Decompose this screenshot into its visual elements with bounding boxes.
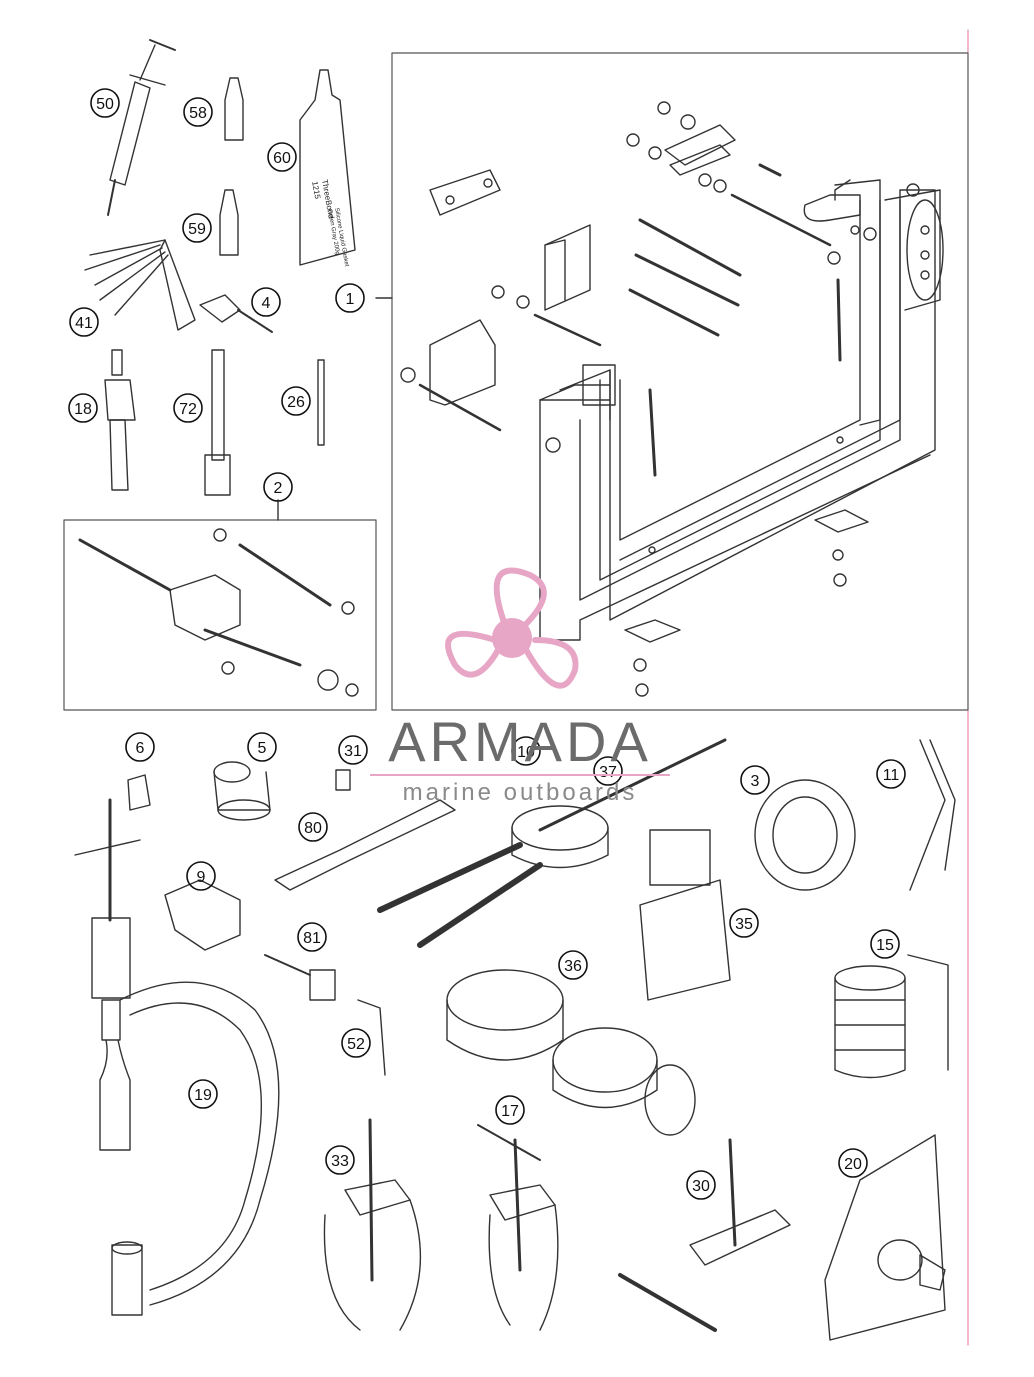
threadlock-bottle-58: [224, 77, 244, 141]
svg-text:26: 26: [287, 394, 305, 411]
svg-text:58: 58: [189, 105, 207, 122]
valve-tool-81: [264, 954, 336, 1001]
seal-guide-6: [127, 774, 151, 811]
callout-35: 35: [729, 908, 759, 938]
callout-18: 18: [68, 393, 98, 423]
watermark-tagline: marine outboards: [402, 779, 638, 806]
threadlock-bottle-59: [219, 189, 239, 256]
svg-text:1: 1: [346, 291, 355, 308]
svg-text:37: 37: [599, 764, 617, 781]
gear-holder-3: [754, 779, 856, 891]
svg-text:10: 10: [517, 744, 535, 761]
callout-31: 31: [338, 735, 368, 765]
svg-text:33: 33: [331, 1153, 349, 1170]
slide-hammer-18: [104, 349, 136, 491]
propeller-icon: [445, 567, 579, 689]
callout-37: 37: [593, 756, 623, 786]
plate-tool-35: [639, 829, 731, 1001]
callout-81: 81: [297, 922, 327, 952]
callout-33: 33: [325, 1145, 355, 1175]
svg-text:72: 72: [179, 401, 197, 418]
puller-set-2: [78, 528, 359, 697]
screw-31: [335, 769, 351, 791]
insert-tool-5: [213, 761, 271, 821]
callout-20: 20: [838, 1148, 868, 1178]
driver-tool-72: [204, 349, 231, 496]
svg-text:6: 6: [136, 740, 145, 757]
feeler-gauge-illustration: [84, 239, 196, 331]
svg-text:19: 19: [194, 1087, 212, 1104]
wrench-tool-4: [199, 294, 273, 333]
svg-text:30: 30: [692, 1178, 710, 1195]
flywheel-holder-37: [377, 738, 727, 948]
engine-stand-illustration: [400, 101, 944, 697]
puller-17: [477, 1124, 559, 1331]
tool-30: [618, 1138, 791, 1332]
callout-36: 36: [558, 950, 588, 980]
svg-text:80: 80: [304, 820, 322, 837]
svg-text:1215: 1215: [310, 181, 322, 201]
bearing-puller-19: [74, 798, 280, 1316]
callout-1: 1: [335, 283, 365, 313]
svg-text:9: 9: [197, 869, 206, 886]
frame-box-2: [63, 519, 377, 711]
callout-50: 50: [90, 88, 120, 118]
callout-5: 5: [247, 732, 277, 762]
callout-4: 4: [251, 287, 281, 317]
svg-text:35: 35: [735, 916, 753, 933]
svg-text:59: 59: [188, 221, 206, 238]
callout-60: 60: [267, 142, 297, 172]
callout-9: 9: [186, 861, 216, 891]
watermark-rule: [370, 774, 670, 776]
sleeve-36: [446, 969, 696, 1136]
watermark: ARMADA marine outboards: [360, 712, 680, 806]
svg-text:52: 52: [347, 1036, 365, 1053]
pliers-11: [909, 739, 956, 891]
callout-41: 41: [69, 307, 99, 337]
callout-52: 52: [341, 1028, 371, 1058]
piston-ring-compressor-15: [834, 954, 949, 1079]
svg-text:4: 4: [262, 295, 271, 312]
gasket-tube-60: [299, 69, 356, 266]
callout-19: 19: [188, 1079, 218, 1109]
callout-26: 26: [281, 386, 311, 416]
callout-15: 15: [870, 929, 900, 959]
svg-text:15: 15: [876, 937, 894, 954]
callout-59: 59: [182, 213, 212, 243]
adapter-9: [164, 879, 241, 951]
callout-72: 72: [173, 393, 203, 423]
callout-58: 58: [183, 97, 213, 127]
callout-30: 30: [686, 1170, 716, 1200]
callout-80: 80: [298, 812, 328, 842]
callout-2: 2: [263, 472, 293, 502]
frame-box-1: [391, 52, 969, 711]
svg-text:20: 20: [844, 1156, 862, 1173]
svg-text:11: 11: [883, 767, 900, 784]
callout-11: 11: [876, 759, 906, 789]
svg-text:18: 18: [74, 401, 92, 418]
svg-text:81: 81: [303, 930, 321, 947]
bracket-plate-20: [824, 1134, 946, 1341]
svg-text:3: 3: [751, 773, 760, 790]
callout-10: 10: [511, 736, 541, 766]
syringe-illustration: [107, 39, 176, 216]
callout-3: 3: [740, 765, 770, 795]
svg-text:41: 41: [75, 315, 93, 332]
svg-text:60: 60: [273, 150, 291, 167]
svg-text:36: 36: [564, 958, 582, 975]
svg-text:31: 31: [344, 743, 362, 760]
hex-key-52: [357, 999, 386, 1076]
watermark-name: ARMADA: [388, 710, 652, 773]
svg-text:2: 2: [274, 480, 283, 497]
pin-tool-26: [317, 359, 325, 446]
callout-17: 17: [495, 1095, 525, 1125]
svg-text:5: 5: [258, 740, 267, 757]
svg-text:17: 17: [501, 1103, 519, 1120]
callout-6: 6: [125, 732, 155, 762]
puller-33: [323, 1118, 422, 1331]
holder-tool-80: [274, 799, 456, 891]
svg-text:50: 50: [96, 96, 114, 113]
